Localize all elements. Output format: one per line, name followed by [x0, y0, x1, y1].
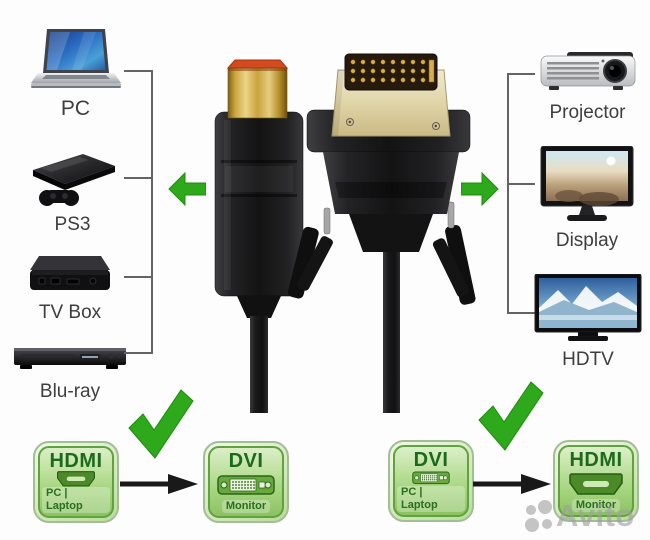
bracket-tick: [124, 177, 152, 179]
device-label: Projector: [549, 102, 626, 123]
device-pc: PC: [18, 28, 133, 120]
badge-subtitle: Monitor: [571, 498, 621, 512]
game-console-icon: [32, 154, 115, 206]
device-label: Blu-ray: [39, 381, 101, 402]
hdmi-port-icon: [569, 473, 623, 496]
dvi-port-icon: [412, 471, 450, 485]
badge-title: DVI: [413, 449, 449, 471]
bracket-tick: [507, 73, 535, 75]
dvi-connector-photo: [287, 53, 476, 413]
badge-hdmi-monitor: HDMI Monitor: [553, 440, 639, 522]
hdmi-port-icon: [57, 471, 95, 487]
checkmark-icon: [128, 389, 194, 459]
hdmi-dvi-cable-photo: [214, 53, 476, 413]
hdtv-icon: [534, 273, 642, 341]
device-projector: Projector: [535, 50, 640, 124]
device-label: TV Box: [38, 302, 102, 323]
device-tv-box: TV Box: [20, 252, 120, 324]
badge-dvi-monitor: DVI Monitor: [203, 441, 289, 523]
arrow-left-icon: [168, 172, 206, 206]
dvi-port-icon: [217, 475, 275, 496]
left-bracket-line: [151, 70, 153, 354]
bracket-tick: [124, 352, 152, 354]
bracket-tick: [124, 70, 152, 72]
black-arrow-icon: [120, 474, 198, 494]
right-bracket-line: [507, 73, 509, 314]
bracket-tick: [507, 312, 535, 314]
device-label: PC: [60, 97, 91, 120]
arrow-right-icon: [461, 172, 499, 206]
bracket-tick: [124, 276, 152, 278]
avito-circles-logo-icon: [525, 500, 552, 532]
device-label: PS3: [54, 214, 91, 235]
device-display: Display: [537, 145, 637, 252]
bracket-tick: [507, 183, 535, 185]
tv-box-icon: [30, 256, 110, 290]
badge-title: HDMI: [49, 450, 103, 472]
badge-hdmi-source: HDMI PC | Laptop: [33, 441, 119, 523]
device-label: Display: [555, 230, 619, 251]
hdmi-connector-photo: [214, 59, 304, 413]
projector-icon: [540, 52, 635, 90]
device-label: HDTV: [562, 349, 614, 370]
badge-dvi-source: DVI PC | Laptop: [388, 440, 474, 522]
checkmark-icon: [478, 381, 544, 451]
badge-title: HDMI: [569, 449, 623, 471]
badge-subtitle: PC | Laptop: [42, 486, 110, 513]
laptop-icon: [30, 29, 121, 88]
badge-title: DVI: [228, 450, 264, 472]
device-blu-ray: Blu-ray: [10, 343, 130, 403]
badge-subtitle: Monitor: [221, 499, 271, 513]
badge-subtitle: PC | Laptop: [397, 485, 465, 512]
monitor-icon: [540, 145, 634, 221]
device-ps3: PS3: [15, 146, 130, 236]
black-arrow-icon: [473, 474, 551, 494]
blu-ray-player-icon: [14, 348, 126, 369]
device-hdtv: HDTV: [532, 273, 644, 371]
